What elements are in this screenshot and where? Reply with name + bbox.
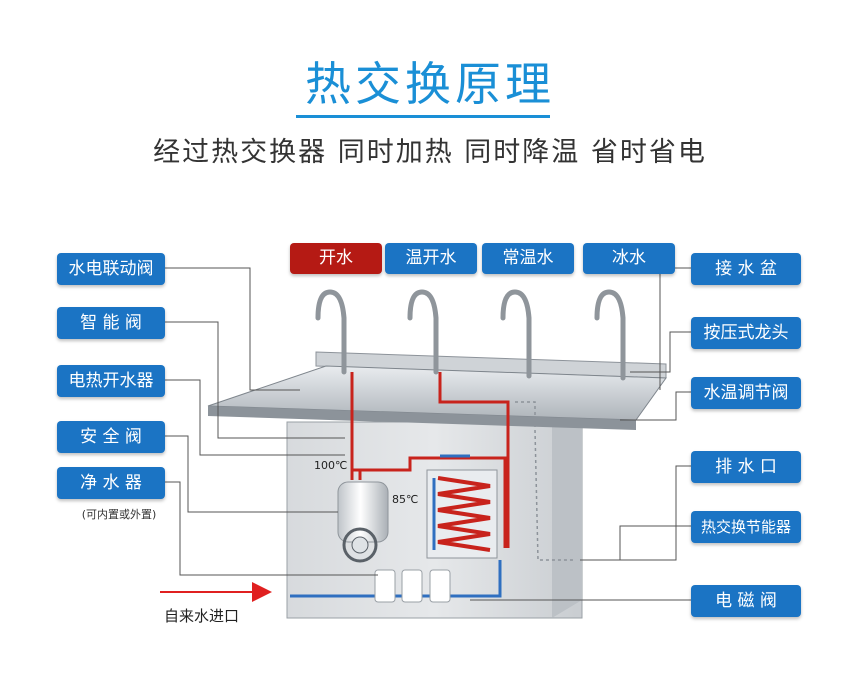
water-inlet-label: 自来水进口 <box>164 607 240 625</box>
temp-valve-label: 水温调节阀 <box>691 377 801 409</box>
purifier-label: 净 水 器 <box>57 467 165 499</box>
press-tap-label: 按压式龙头 <box>691 317 801 349</box>
sink-front <box>208 406 636 430</box>
faucets <box>315 289 626 381</box>
page-subtitle: 经过热交换器 同时加热 同时降温 省时省电 <box>153 137 707 168</box>
title-underline <box>296 115 550 118</box>
basin-label: 接 水 盆 <box>691 253 801 285</box>
safety-valve-label: 安 全 阀 <box>57 421 165 453</box>
page-title: 热交换原理 <box>305 57 555 111</box>
hot-pipes <box>350 372 510 548</box>
cabinet-side <box>552 422 582 618</box>
heat-exchanger-coil <box>437 476 491 552</box>
purifier-note: (可内置或外置) <box>81 508 157 521</box>
boiler-heater <box>342 527 378 563</box>
outlet-ice-label: 冰水 <box>583 243 675 274</box>
smart-valve-label: 智 能 阀 <box>57 307 165 339</box>
boiler-tank <box>337 481 389 543</box>
outlet-boiling-label: 开水 <box>290 243 382 274</box>
filter-cartridges <box>374 569 451 603</box>
boil-temp-label: 100℃ <box>314 459 348 472</box>
solenoid-valve-label: 电 磁 阀 <box>691 585 801 617</box>
cold-pipes <box>290 454 502 598</box>
outlet-normal-label: 常温水 <box>482 243 574 274</box>
outlet-warm-label: 温开水 <box>385 243 477 274</box>
heat-exchanger-label: 热交换节能器 <box>691 511 801 543</box>
return-line <box>515 401 575 561</box>
electric-boiler-label: 电热开水器 <box>57 365 165 397</box>
linkage-valve-label: 水电联动阀 <box>57 253 165 285</box>
exchanger-temp-label: 85℃ <box>392 493 419 506</box>
drain-label: 排 水 口 <box>691 451 801 483</box>
